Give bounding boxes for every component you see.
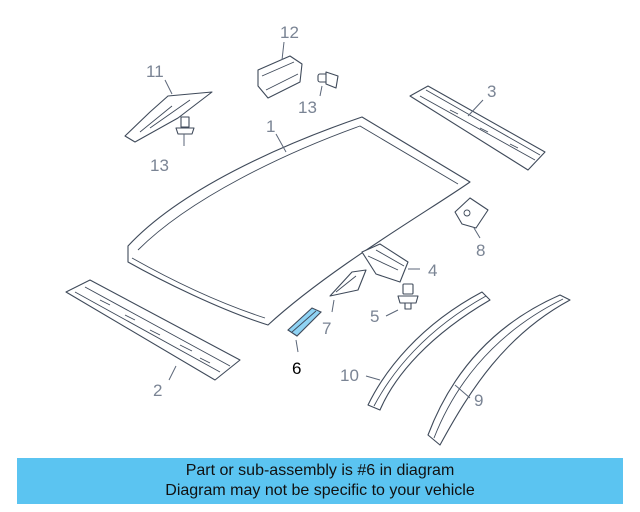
bolt-13a xyxy=(175,116,195,135)
callout-12: 12 xyxy=(280,23,299,42)
callout-13a: 13 xyxy=(150,156,169,175)
reinforcement-part-6 xyxy=(287,307,322,337)
callout-5: 5 xyxy=(370,307,379,326)
callout-6: 6 xyxy=(292,359,301,378)
side-rail-front xyxy=(367,291,491,411)
caption-line-1: Part or sub-assembly is #6 in diagram xyxy=(185,462,455,479)
small-plate xyxy=(329,269,367,297)
callout-1: 1 xyxy=(266,117,275,136)
callout-9: 9 xyxy=(474,391,483,410)
callout-3: 3 xyxy=(487,82,496,101)
hinge-bracket xyxy=(124,91,213,143)
callout-2: 2 xyxy=(153,381,162,400)
parts-diagram: 1 2 3 4 5 6 7 8 9 10 11 12 13 13 xyxy=(65,23,571,446)
caption-line-2: Diagram may not be specific to your vehi… xyxy=(165,482,475,499)
callout-labels: 1 2 3 4 5 6 7 8 9 10 11 12 13 13 xyxy=(146,23,496,410)
callout-13b: 13 xyxy=(298,98,317,117)
front-roof-rail xyxy=(65,279,241,381)
bolt-13b xyxy=(317,71,339,89)
roof-bracket xyxy=(361,243,409,283)
callout-4: 4 xyxy=(428,261,437,280)
roof-panel xyxy=(127,116,471,326)
callout-8: 8 xyxy=(476,241,485,260)
callout-10: 10 xyxy=(340,366,359,385)
side-rail-rear xyxy=(427,294,571,446)
side-bracket xyxy=(454,197,489,229)
rear-roof-rail xyxy=(409,85,546,171)
bolt-5 xyxy=(397,283,419,310)
leader-lines xyxy=(164,41,484,399)
clip-12 xyxy=(257,55,303,99)
callout-7: 7 xyxy=(322,319,331,338)
diagram-caption-banner: Part or sub-assembly is #6 in diagram Di… xyxy=(17,458,623,504)
callout-11: 11 xyxy=(146,62,164,81)
